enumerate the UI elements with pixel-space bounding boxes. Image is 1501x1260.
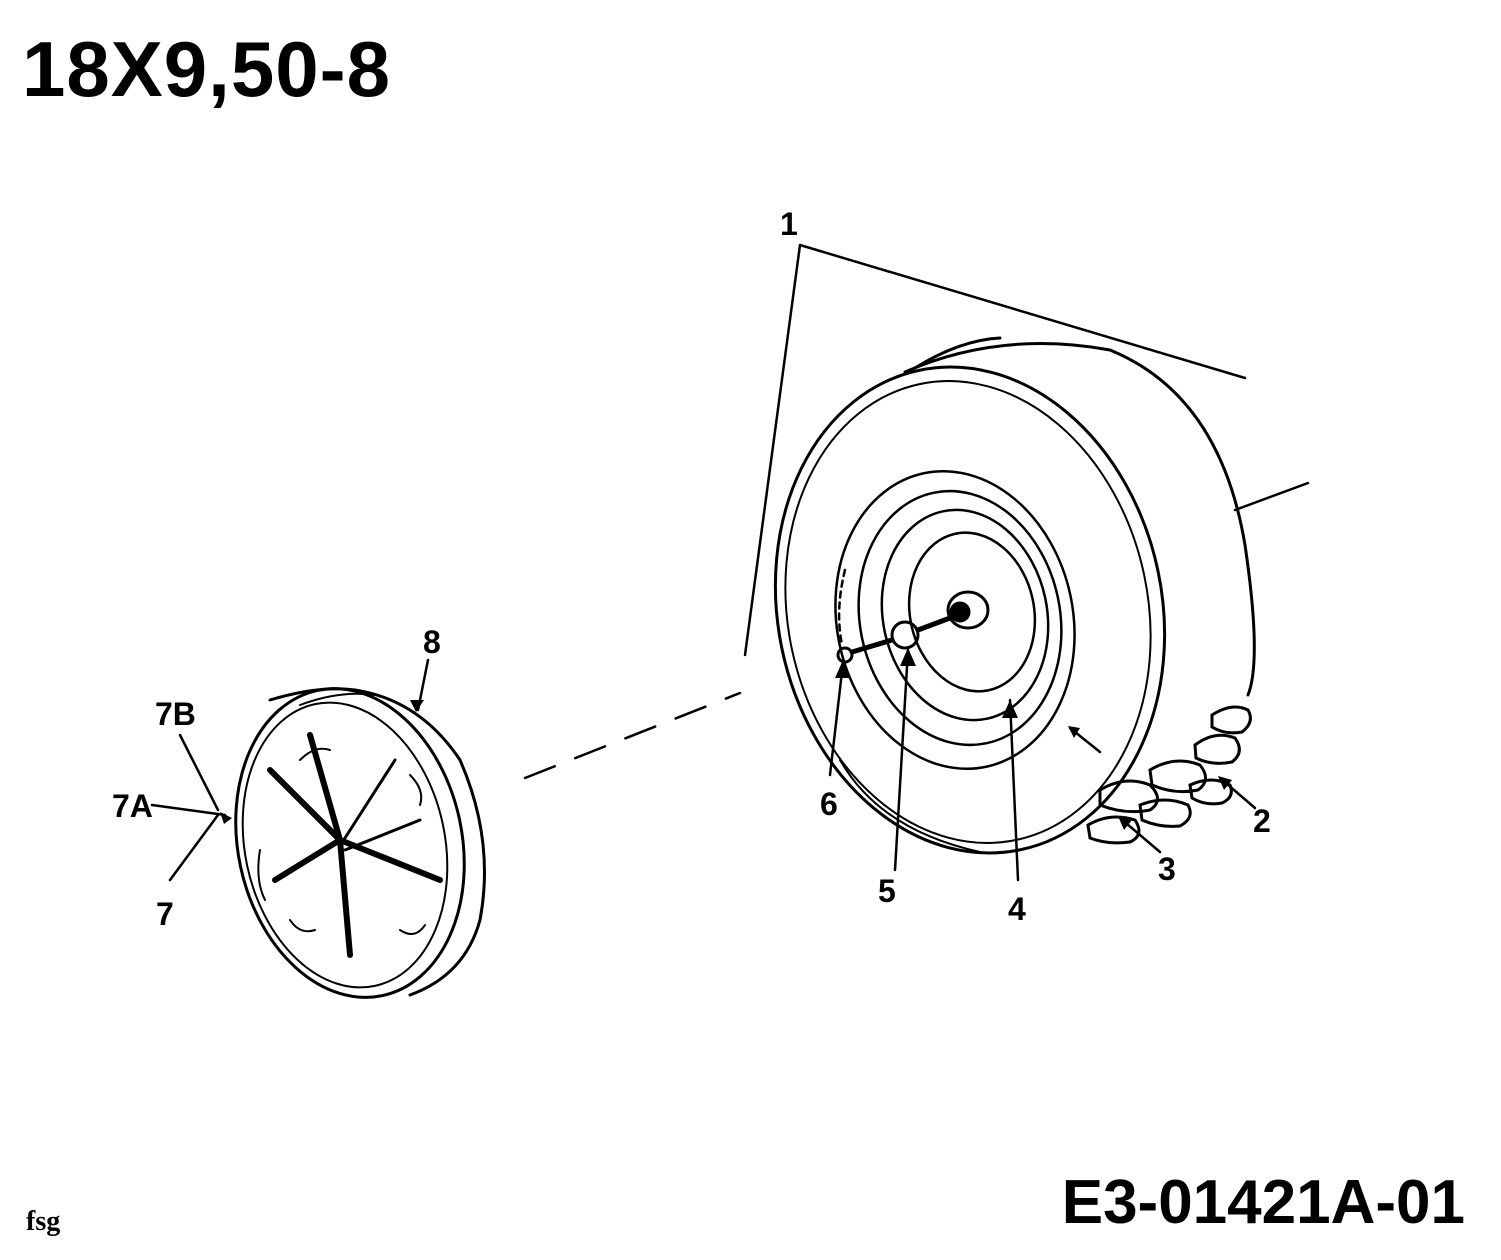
callout-8: 8 (423, 624, 441, 660)
callout-4: 4 (1008, 891, 1026, 927)
hub (836, 590, 990, 664)
callout-1: 1 (780, 206, 798, 242)
callout-3: 3 (1158, 851, 1176, 887)
callout-2: 2 (1253, 803, 1271, 839)
tire-tread (1086, 705, 1252, 845)
callout-7a: 7A (112, 788, 153, 824)
callout-5: 5 (878, 873, 896, 909)
hub-cap (234, 687, 486, 999)
callout-labels: 1 2 3 4 5 6 7 7A 7B 8 (112, 206, 1271, 932)
diagram-code: E3-01421A-01 (1061, 1168, 1465, 1237)
diagram-title: 18X9,50-8 (22, 25, 391, 113)
callout-6: 6 (820, 786, 838, 822)
arrow-heads (220, 648, 1232, 830)
callout-7: 7 (156, 896, 174, 932)
author-initials: fsg (26, 1206, 61, 1237)
tire-assembly (773, 336, 1256, 855)
callout-7b: 7B (155, 696, 196, 732)
